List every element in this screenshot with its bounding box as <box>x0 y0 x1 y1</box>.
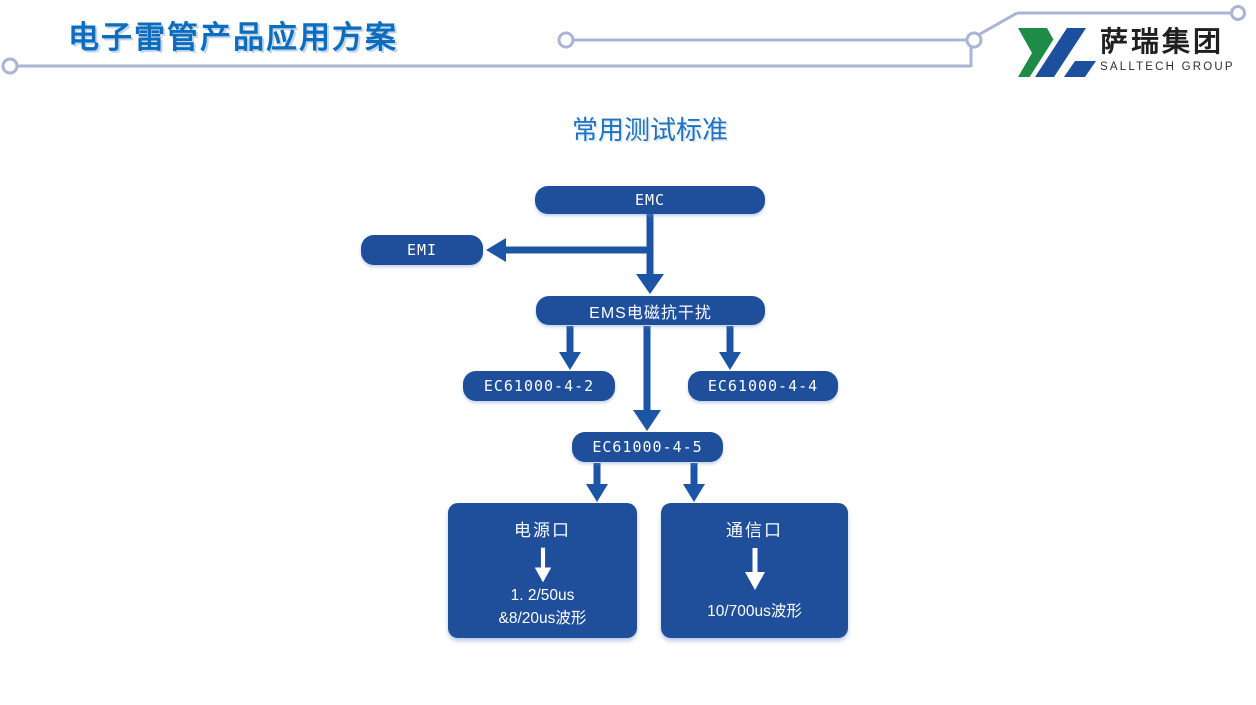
node-emc-label: EMC <box>634 191 666 209</box>
node-comm-port: 通信口 10/700us波形 <box>661 503 848 638</box>
arrowhead-to-emi <box>486 238 506 262</box>
comm-port-title: 通信口 <box>726 521 783 540</box>
node-emc: EMC <box>535 186 765 214</box>
node-ec61000-4-4-label: EC61000-4-4 <box>707 377 819 395</box>
power-port-wave-line2: &8/20us波形 <box>498 610 587 627</box>
logo-text: 萨瑞集团 SALLTECH GROUP <box>1100 24 1250 74</box>
arrowhead-to-ems <box>636 274 664 294</box>
page-title: 电子雷管产品应用方案 <box>68 20 398 55</box>
node-ec61000-4-5-label: EC61000-4-5 <box>592 438 703 456</box>
node-ems-label: EMS电磁抗干扰 <box>589 304 712 322</box>
node-ec61000-4-5: EC61000-4-5 <box>572 432 723 462</box>
node-power-port: 电源口 1. 2/50us &8/20us波形 <box>448 503 637 638</box>
white-down-arrow-icon <box>744 548 765 590</box>
company-logo: 萨瑞集团 SALLTECH GROUP <box>1010 24 1250 80</box>
arrowhead-to-power <box>586 484 608 502</box>
node-emi: EMI <box>361 235 483 265</box>
arrowhead-to-ec5 <box>633 410 661 431</box>
comm-port-wave-line1: 10/700us波形 <box>707 602 802 620</box>
node-emi-label: EMI <box>406 241 438 259</box>
comm-port-waveform: 10/700us波形 <box>707 592 802 638</box>
white-down-arrow-icon <box>534 547 551 583</box>
logo-company-name-en: SALLTECH GROUP <box>1100 61 1235 73</box>
node-ec61000-4-2: EC61000-4-2 <box>463 371 615 401</box>
salltech-logo-icon <box>1018 26 1096 78</box>
arrowhead-to-ec4 <box>719 352 741 370</box>
arrowhead-to-comm <box>683 484 705 502</box>
power-port-wave-line1: 1. 2/50us <box>510 587 575 604</box>
section-title: 常用测试标准 <box>571 115 728 145</box>
logo-company-name-cn: 萨瑞集团 <box>1100 26 1225 57</box>
node-ems: EMS电磁抗干扰 <box>536 296 765 325</box>
node-ec61000-4-4: EC61000-4-4 <box>688 371 838 401</box>
arrowhead-to-ec2 <box>559 352 581 370</box>
node-ec61000-4-2-label: EC61000-4-2 <box>483 377 595 395</box>
power-port-waveform: 1. 2/50us &8/20us波形 <box>499 584 587 638</box>
power-port-title: 电源口 <box>514 521 571 540</box>
